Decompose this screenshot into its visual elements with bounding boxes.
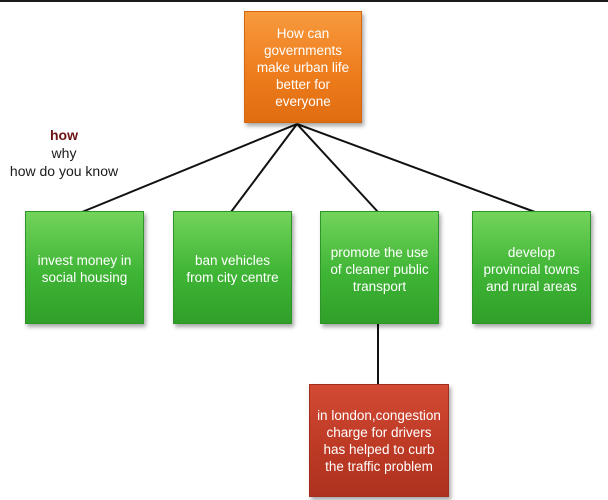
question-word-how: how [50,127,78,143]
top-rule [0,0,608,2]
question-word-how-do-you-know: how do you know [9,163,119,179]
branch-text: invest money in social housing [37,253,132,285]
branch-text: ban vehicles from city centre [186,253,279,285]
connector-root-branch-1 [81,123,298,213]
branch-node-public-transport: promote the use of cleaner public transp… [320,211,439,324]
branch-node-provincial-towns: develop provincial towns and rural areas [472,211,591,324]
example-text: in london,congestion charge for drivers … [317,408,441,474]
root-question-text: How can governments make urban life bett… [256,25,350,109]
connector-root-branch-2 [230,123,298,213]
example-node-london: in london,congestion charge for drivers … [309,384,449,497]
branch-text: promote the use of cleaner public transp… [330,245,429,294]
branch-text: develop provincial towns and rural areas [483,245,580,294]
connector-root-branch-4 [296,123,536,213]
question-word-why: why [51,145,77,161]
connector-root-branch-3 [296,123,379,213]
question-words: how why how do you know [0,126,128,180]
root-question-node: How can governments make urban life bett… [244,11,362,123]
branch-node-ban-vehicles: ban vehicles from city centre [173,211,292,324]
branch-node-social-housing: invest money in social housing [25,211,144,324]
